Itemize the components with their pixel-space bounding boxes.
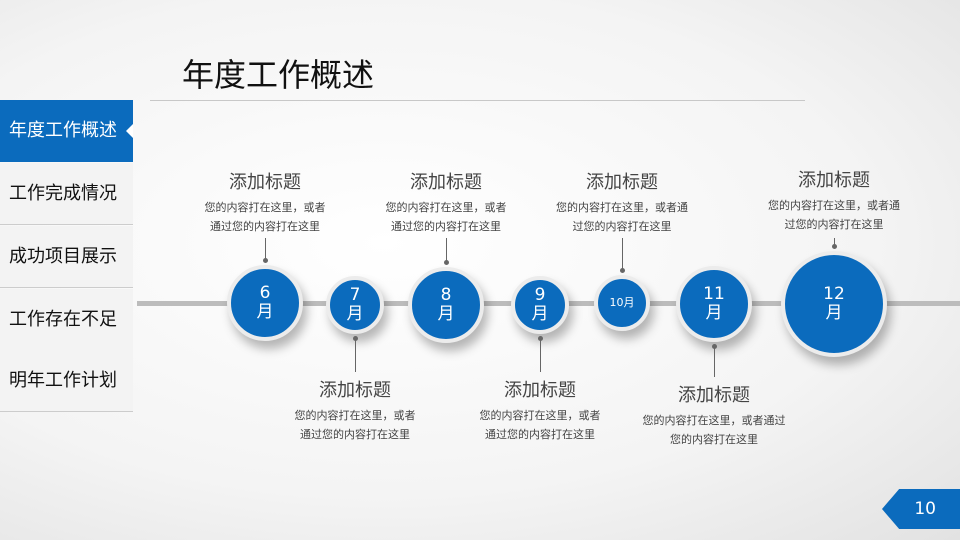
timeline-label: 添加标题 您的内容打在这里，或者通过您的内容打在这里	[255, 376, 455, 444]
timeline-label: 添加标题 您的内容打在这里，或者通过您的内容打在这里	[346, 168, 546, 236]
month-unit: 月	[531, 304, 549, 324]
month-number: 10月	[609, 295, 635, 309]
connector-line	[446, 238, 447, 263]
label-title: 添加标题	[586, 172, 658, 193]
month-number: 11	[703, 284, 725, 305]
month-number: 9	[534, 285, 546, 306]
label-desc-2: 通过您的内容打在这里	[485, 428, 595, 441]
label-title: 添加标题	[410, 172, 482, 193]
label-title: 添加标题	[678, 385, 750, 406]
month-circle: 6 月	[227, 265, 303, 341]
label-title: 添加标题	[504, 380, 576, 401]
month-circle: 9 月	[511, 276, 569, 334]
title-divider	[150, 100, 805, 101]
timeline-label: 添加标题 您的内容打在这里，或者通过您的内容打在这里	[440, 376, 640, 444]
label-desc-2: 过您的内容打在这里	[784, 218, 884, 231]
month-circle: 10月	[594, 275, 650, 331]
month-unit: 月	[256, 302, 274, 322]
label-desc-1: 您的内容打在这里，或者通	[556, 201, 688, 214]
page-title: 年度工作概述	[182, 56, 375, 94]
timeline-label: 添加标题 您的内容打在这里，或者通过您的内容打在这里	[522, 168, 722, 236]
page-number: 10	[882, 489, 960, 529]
label-desc-2: 通过您的内容打在这里	[391, 220, 501, 233]
sidebar-item-annual-overview[interactable]: 年度工作概述	[0, 100, 133, 162]
sidebar-item-next-year-plan[interactable]: 明年工作计划	[0, 350, 133, 412]
month-circle: 8 月	[408, 267, 484, 343]
label-title: 添加标题	[229, 172, 301, 193]
month-unit: 月	[705, 303, 723, 323]
label-desc-2: 您的内容打在这里	[670, 433, 758, 446]
label-desc-1: 您的内容打在这里，或者	[294, 409, 416, 422]
month-unit: 月	[437, 304, 455, 324]
month-number: 8	[440, 285, 452, 306]
connector-line	[540, 338, 541, 372]
timeline-label: 添加标题 您的内容打在这里，或者通过您的内容打在这里	[165, 168, 365, 236]
label-desc-1: 您的内容打在这里，或者通过	[642, 414, 786, 427]
sidebar-item-shortcomings[interactable]: 工作存在不足	[0, 289, 133, 351]
sidebar-item-work-completion[interactable]: 工作完成情况	[0, 163, 133, 225]
month-circle: 7 月	[326, 276, 384, 334]
connector-dot	[444, 260, 449, 265]
timeline-label: 添加标题 您的内容打在这里，或者通过您的内容打在这里	[614, 381, 814, 449]
connector-dot	[712, 344, 717, 349]
month-circle: 12 月	[781, 251, 887, 357]
label-desc-1: 您的内容打在这里，或者通	[768, 199, 900, 212]
label-title: 添加标题	[319, 380, 391, 401]
label-desc-2: 通过您的内容打在这里	[210, 220, 320, 233]
label-desc-1: 您的内容打在这里，或者	[385, 201, 507, 214]
month-number: 12	[823, 284, 845, 305]
month-number: 7	[349, 285, 361, 306]
connector-dot	[620, 268, 625, 273]
label-desc-1: 您的内容打在这里，或者	[479, 409, 601, 422]
label-title: 添加标题	[798, 170, 870, 191]
connector-dot	[832, 244, 837, 249]
label-desc-2: 过您的内容打在这里	[572, 220, 672, 233]
month-circle: 11 月	[676, 266, 752, 342]
month-unit: 月	[346, 304, 364, 324]
connector-line	[714, 346, 715, 377]
connector-line	[355, 338, 356, 372]
month-unit: 月	[825, 303, 843, 323]
connector-line	[622, 238, 623, 271]
connector-line	[265, 238, 266, 261]
timeline-label: 添加标题 您的内容打在这里，或者通过您的内容打在这里	[734, 166, 934, 234]
connector-line	[834, 238, 835, 247]
sidebar-item-successful-projects[interactable]: 成功项目展示	[0, 226, 133, 288]
connector-dot	[263, 258, 268, 263]
month-number: 6	[259, 283, 271, 304]
label-desc-2: 通过您的内容打在这里	[300, 428, 410, 441]
connector-dot	[353, 336, 358, 341]
connector-dot	[538, 336, 543, 341]
label-desc-1: 您的内容打在这里，或者	[204, 201, 326, 214]
